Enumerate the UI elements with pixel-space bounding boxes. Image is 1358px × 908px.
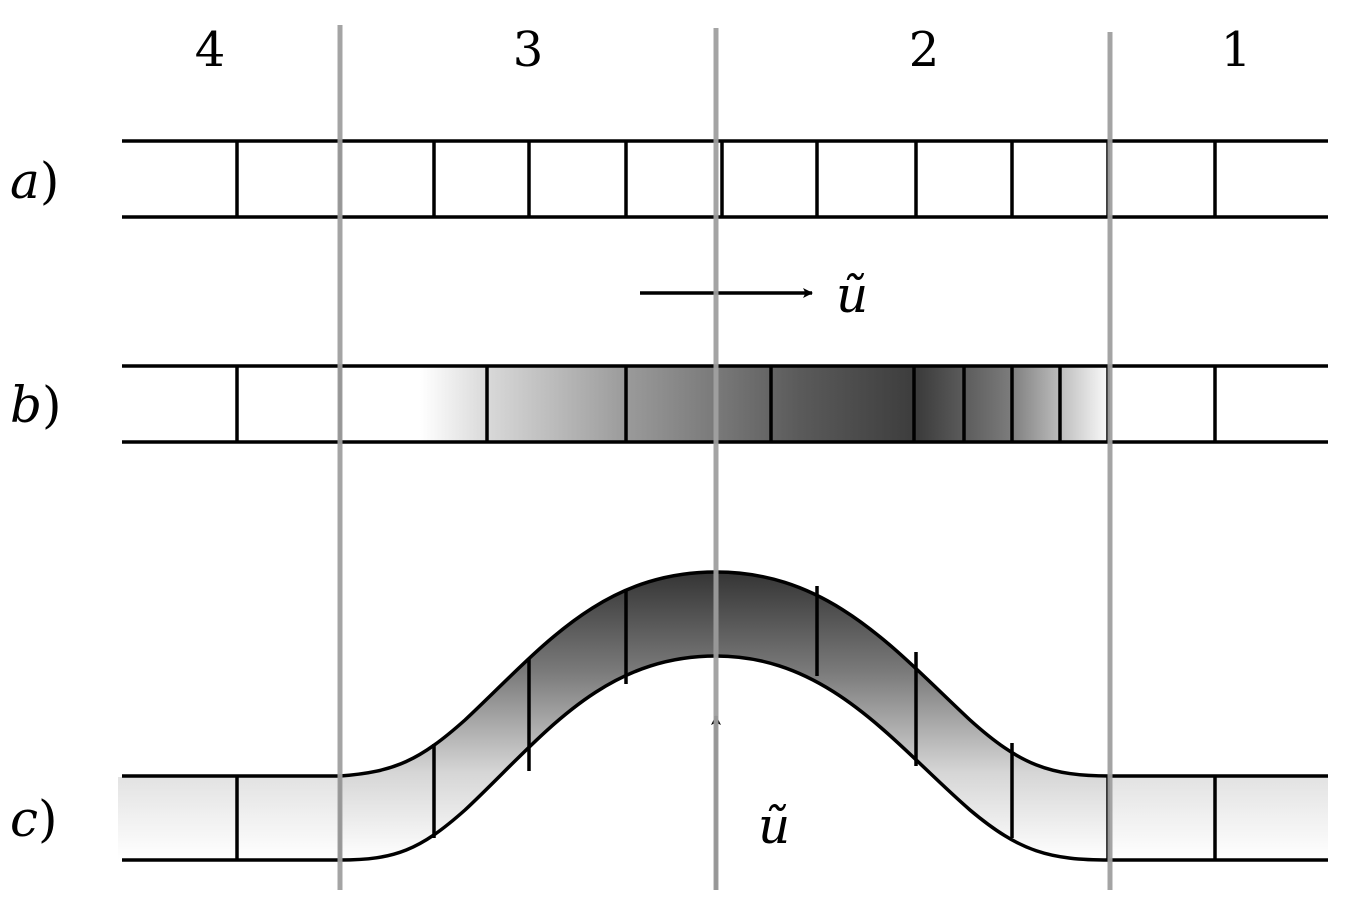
region-label-2: 2 [909, 22, 940, 78]
row-c-strip [118, 570, 1328, 862]
row-a-strip [122, 139, 1328, 219]
region-label-4: 4 [195, 22, 226, 78]
region-label-1: 1 [1221, 22, 1252, 78]
velocity-label-horizontal: ũ [836, 266, 868, 324]
row-label-a: a) [10, 152, 59, 210]
row-label-b: b) [10, 376, 62, 434]
row-b-strip [122, 364, 1328, 444]
region-dividers [337, 25, 1113, 890]
velocity-label-vertical: ũ [758, 797, 790, 855]
region-label-3: 3 [513, 22, 544, 78]
row-label-c: c) [10, 790, 58, 848]
